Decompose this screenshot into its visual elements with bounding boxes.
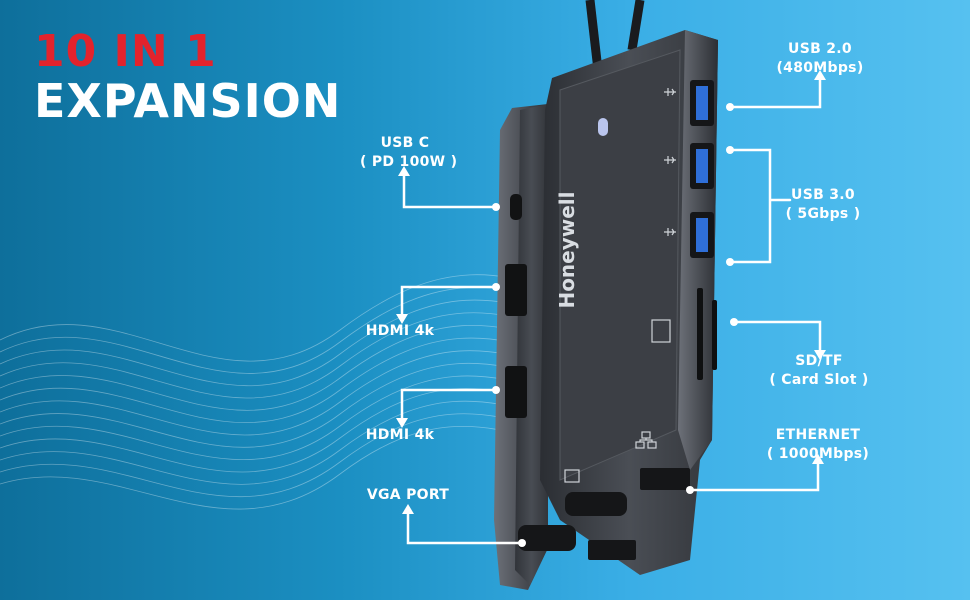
vga-title: VGA PORT — [366, 487, 450, 503]
label-hdmi-1: HDMI 4k — [360, 322, 440, 341]
ethernet-port-front — [640, 468, 690, 490]
tf-card-slot — [712, 300, 717, 370]
usb-3-title: USB 3.0 — [791, 187, 855, 203]
sd-card-slot — [697, 288, 703, 380]
ethernet-title: ETHERNET — [775, 427, 861, 443]
label-usb-3: USB 3.0 ( 5Gbps ) — [776, 186, 870, 224]
usb-2-title: USB 2.0 — [788, 41, 852, 57]
usb-c-port — [510, 194, 522, 220]
power-led — [598, 118, 608, 136]
hdmi-1-title: HDMI 4k — [365, 323, 435, 339]
usb-c-title: USB C — [380, 135, 430, 151]
hdmi-port-1 — [505, 264, 527, 316]
sd-tf-spec: ( Card Slot ) — [769, 371, 869, 388]
usb-2-spec: (480Mbps) — [776, 59, 864, 76]
label-ethernet: ETHERNET ( 1000Mbps) — [758, 426, 878, 464]
vga-port-back — [518, 525, 576, 551]
usb-5gbps-icon — [664, 156, 676, 236]
sd-tf-title: SD/TF — [795, 353, 843, 369]
monitor-icon — [564, 469, 580, 483]
hdmi-2-title: HDMI 4k — [365, 427, 435, 443]
usb-c-spec: ( PD 100W ) — [360, 153, 458, 170]
headline-line-1: 10 IN 1 — [34, 26, 217, 77]
usb-icon — [664, 88, 676, 96]
headline: 10 IN 1 EXPANSION — [34, 26, 342, 128]
label-hdmi-2: HDMI 4k — [360, 426, 440, 445]
label-vga: VGA PORT — [358, 486, 458, 505]
usb-3-spec: ( 5Gbps ) — [785, 205, 861, 222]
label-usb-c: USB C ( PD 100W ) — [360, 134, 458, 172]
vga-port-front — [565, 492, 627, 516]
brand-logo: Honeywell — [555, 191, 579, 309]
headline-line-2: EXPANSION — [34, 74, 342, 128]
ethernet-icon — [635, 431, 657, 449]
label-usb-2: USB 2.0 (480Mbps) — [764, 40, 876, 78]
hdmi-port-2 — [505, 366, 527, 418]
label-sd-tf: SD/TF ( Card Slot ) — [760, 352, 878, 390]
ethernet-port-back — [588, 540, 636, 560]
sd-card-icon — [651, 319, 671, 343]
ethernet-spec: ( 1000Mbps) — [766, 445, 870, 462]
